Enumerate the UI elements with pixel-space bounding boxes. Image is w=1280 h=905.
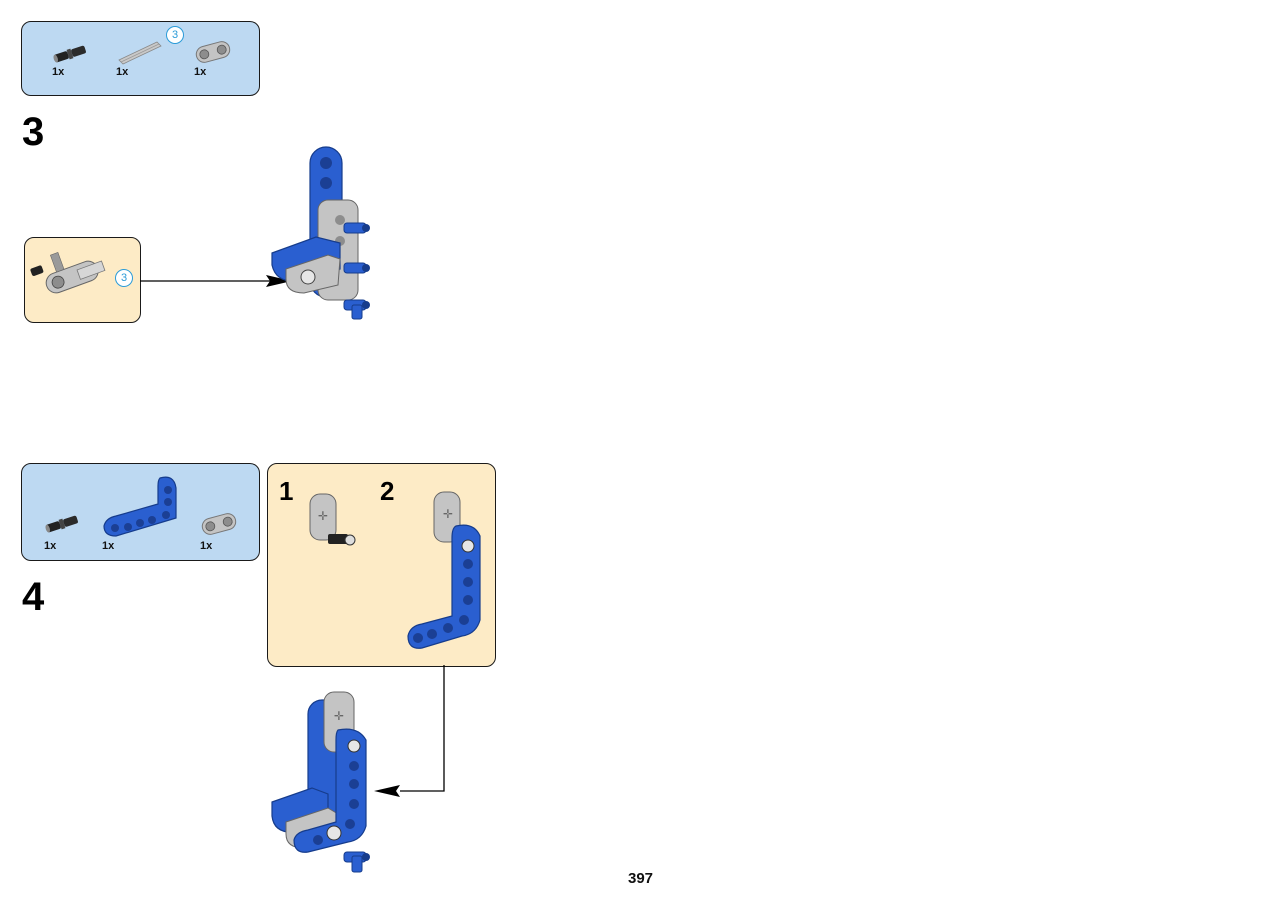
callout-arrow [140,275,292,287]
page-number: 397 [628,870,654,887]
connector-subassembly-icon [30,252,106,294]
step3-assembly-model [271,146,370,320]
substep-number: 2 [380,476,395,506]
part-qty: 1x [44,540,57,552]
part-qty: 1x [194,66,207,78]
gray-double-connector-icon [201,513,237,535]
part-count-badge: 3 [166,26,184,44]
subassembly-count-badge: 3 [115,269,133,287]
svg-text:✛: ✛ [334,709,344,723]
part-qty: 1x [102,540,115,552]
svg-text:✛: ✛ [318,509,328,523]
step3-subassembly-callout: 3 [24,237,141,323]
part-qty: 1x [52,66,65,78]
blue-angled-beam-icon [103,476,177,537]
step4-assembly-model: ✛ [271,691,370,873]
step3-parts-list: 3 1x 1x 1x [21,21,260,96]
step4-substeps-panel: 1 2 ✛ ✛ [267,463,496,667]
gray-double-connector-icon [195,41,231,63]
step-number: 4 [22,575,45,619]
svg-text:✛: ✛ [443,507,453,521]
substep-number: 1 [279,476,294,506]
gray-axle-icon [118,41,162,65]
black-connector-pin-icon [53,45,86,63]
step4-parts-list: 1x 1x 1x [21,463,260,561]
part-qty: 1x [116,66,129,78]
black-connector-pin-icon [45,515,78,533]
substep1-connector-pin: ✛ [309,493,356,546]
callout-arrow [374,665,445,797]
step-number: 3 [22,110,45,154]
substep2-assembly: ✛ [407,491,481,649]
part-qty: 1x [200,540,213,552]
